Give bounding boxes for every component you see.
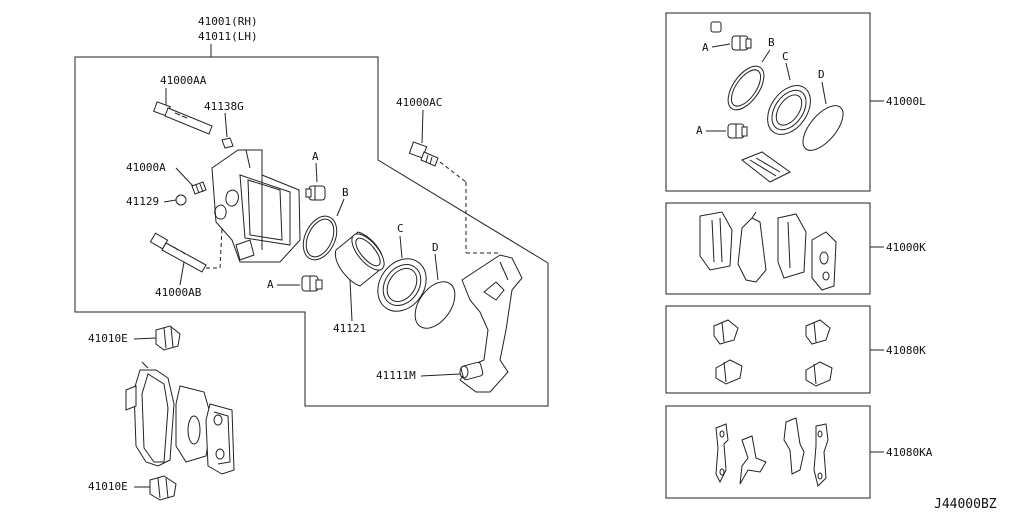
kit-k-pads [699,211,837,291]
label-pin-aa: 41000AA [160,74,207,87]
label-shim-lower: 41010E [88,480,128,493]
label-pin-ab: 41000AB [155,286,202,299]
diagram-id: J44000BZ [934,497,997,512]
kit-box-41000l [665,12,871,192]
brake-pads-pair [125,361,235,475]
label-kit-k: 41000K [886,241,926,254]
label-bleeder-a: 41000A [126,161,166,174]
label-kit-80ka: 41080KA [886,446,933,459]
guide-pin-lower [149,232,207,273]
guide-pin-upper [153,101,213,135]
pad-clip-lower [149,475,177,501]
dust-boot-upper [305,185,326,201]
bleeder-cap [175,194,187,206]
kit-box-41080k [665,305,871,394]
label-boot-138g: 41138G [204,100,244,113]
kit-80ka-shims [715,417,829,487]
kit-l-letter-a-upper: A [702,41,709,54]
kit-l-letter-a-lower: A [696,124,703,137]
kit-l-seal-ring [727,65,765,111]
label-kit-80k: 41080K [886,344,926,357]
kit-l-retaining-ring [802,105,844,151]
label-caliper-lh: 41011(LH) [198,30,258,43]
kit-l-letter-b: B [768,36,775,49]
bleeder-screw [191,181,207,195]
letter-a-upper: A [312,150,319,163]
kit-l-boot-upper [731,35,752,51]
label-bolt-ac: 41000AC [396,96,442,109]
piston-seal-ring [302,215,338,261]
label-bracket: 41111M [376,369,416,382]
label-piston: 41121 [333,322,366,335]
label-kit-l: 41000L [886,95,926,108]
kit-l-piston-boot [767,85,811,135]
dust-boot-lower [301,275,323,292]
letter-c: C [397,222,404,235]
caliper-assembly-frame [74,56,549,407]
kit-l-letter-c: C [782,50,789,63]
piston-dust-boot [377,258,427,312]
caliper-piston [334,231,385,287]
kit-box-41080ka [665,405,871,499]
letter-b: B [342,186,349,199]
kit-l-boot-lower [727,123,748,139]
boot-small [221,137,234,149]
letter-a-lower: A [267,278,274,291]
label-shim-upper: 41010E [88,332,128,345]
caliper-bracket [459,254,523,393]
label-caliper-rh: 41001(RH) [198,15,258,28]
grease-packet-icon [741,151,791,183]
kit-l-letter-d: D [818,68,825,81]
kit-80k-clips [713,319,833,387]
retaining-ring [414,281,456,329]
cap-small-icon [710,21,722,33]
kit-box-41000k [665,202,871,295]
label-cap-129: 41129 [126,195,159,208]
mounting-bolt [408,141,439,167]
caliper-housing [211,149,301,263]
letter-d: D [432,241,439,254]
pad-clip-upper [155,325,181,351]
